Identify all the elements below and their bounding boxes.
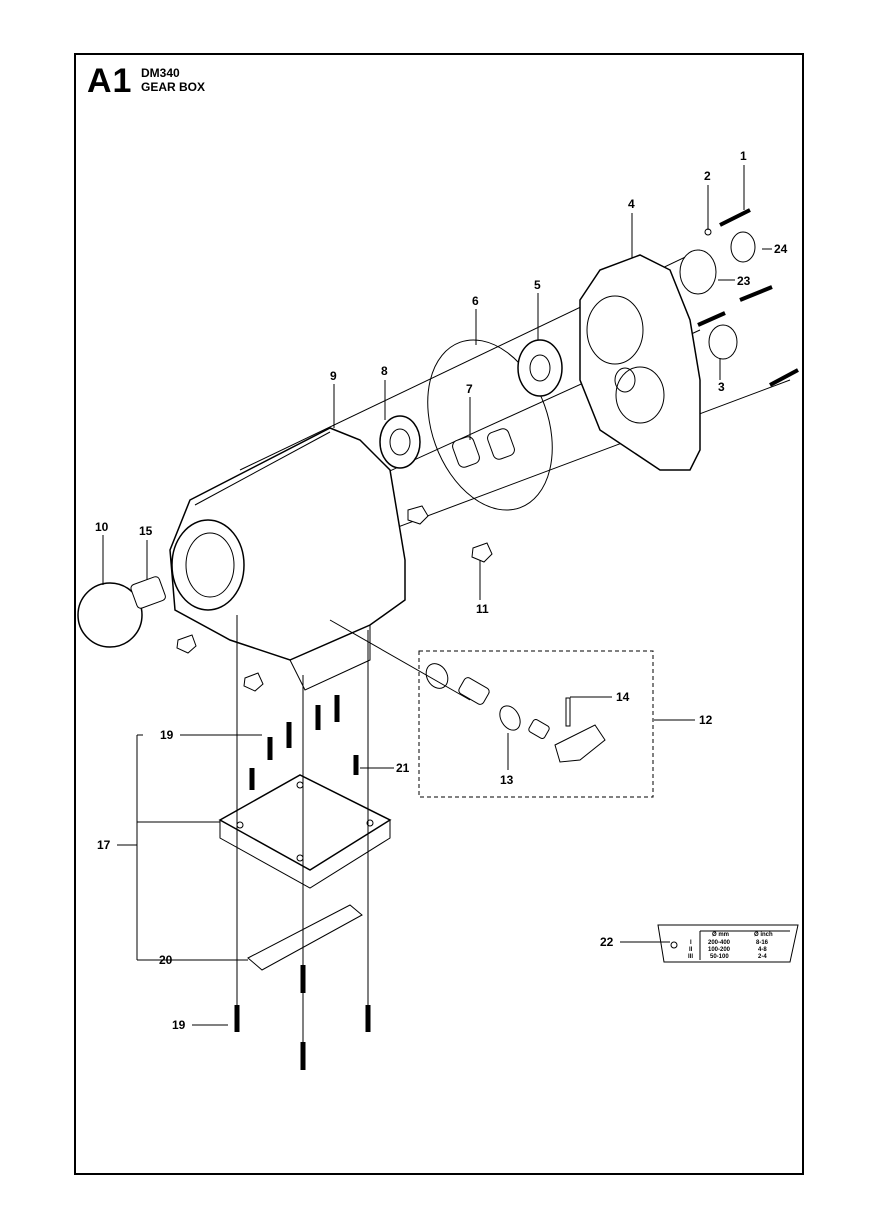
screw — [719, 208, 751, 227]
decal-header-inch: Ø inch — [754, 932, 773, 938]
decal-gear: III — [688, 954, 693, 960]
callout-24: 24 — [774, 242, 788, 256]
model-name: DM340 — [141, 66, 180, 80]
nut — [407, 505, 429, 525]
callout-5: 5 — [534, 278, 541, 292]
screw-icon — [670, 941, 678, 949]
mounting-plate — [218, 774, 392, 871]
callout-21: 21 — [396, 761, 410, 775]
decal-mm: 50-100 — [710, 954, 729, 960]
callout-12: 12 — [699, 713, 713, 727]
callout-22: 22 — [600, 935, 614, 949]
bearing — [517, 339, 563, 397]
callout-2: 2 — [704, 169, 711, 183]
callout-19-bottom: 19 — [172, 1018, 186, 1032]
callout-3: 3 — [718, 380, 725, 394]
decal-gear: II — [689, 947, 693, 953]
selector-knob — [554, 724, 606, 763]
callout-14: 14 — [616, 690, 630, 704]
callout-10: 10 — [95, 520, 109, 534]
decal-header-mm: Ø mm — [712, 932, 729, 938]
decal-mm: 200-400 — [708, 940, 731, 946]
shaft-seal — [679, 249, 717, 295]
callout-19-top: 19 — [160, 728, 174, 742]
callout-17: 17 — [97, 838, 111, 852]
gearbox-cover — [169, 427, 406, 691]
decal-inch: 2-4 — [758, 954, 767, 960]
callout-6: 6 — [472, 294, 479, 308]
plug — [130, 576, 166, 609]
callout-9: 9 — [330, 369, 337, 383]
selector-kit-box — [418, 650, 654, 798]
assembly-title: GEAR BOX — [141, 80, 206, 94]
drawing-frame — [74, 53, 804, 1175]
needle-bearing — [452, 436, 480, 468]
seal — [379, 415, 421, 469]
decal — [657, 924, 799, 963]
callout-8: 8 — [381, 364, 388, 378]
callout-15: 15 — [139, 524, 153, 538]
o-ring — [427, 339, 553, 511]
circlip — [77, 582, 143, 648]
decal-inch: 8-16 — [756, 940, 769, 946]
decal-inch: 4-8 — [758, 947, 767, 953]
callout-11: 11 — [476, 602, 489, 616]
callout-7: 7 — [466, 382, 473, 396]
callout-20: 20 — [159, 953, 173, 967]
decal-gear: I — [690, 940, 692, 946]
clamp-rail — [247, 904, 363, 971]
callout-13: 13 — [500, 773, 514, 787]
nut — [730, 231, 756, 263]
decal-mm: 100-200 — [708, 947, 731, 953]
gear-housing — [579, 254, 701, 471]
callout-23: 23 — [737, 274, 751, 288]
callout-1: 1 — [740, 149, 747, 163]
callout-4: 4 — [628, 197, 635, 211]
page-code: A1 — [87, 62, 133, 100]
